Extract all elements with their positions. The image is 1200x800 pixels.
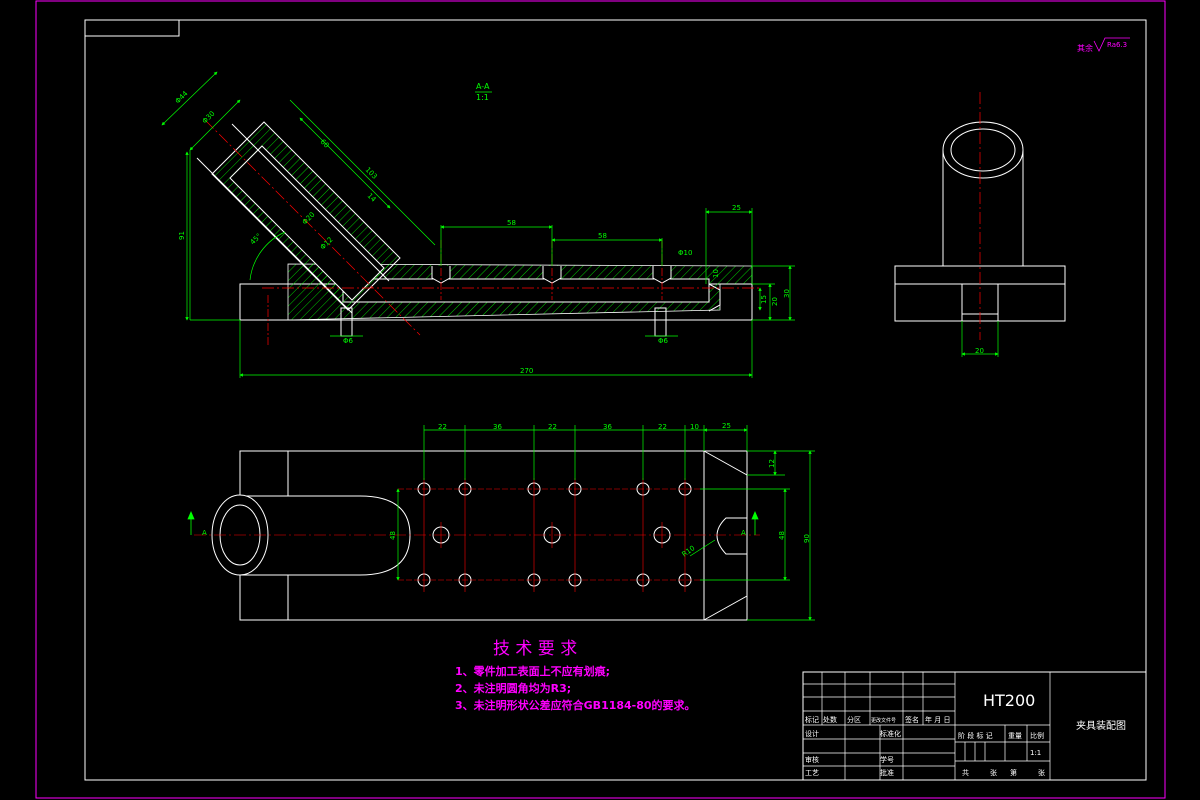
dim-d6a: Φ6: [343, 337, 354, 345]
top-dim-48b: 48: [389, 531, 397, 540]
tb-label-design: 设计: [805, 729, 819, 738]
dim-10v: 10: [712, 269, 720, 278]
roughness-value: Ra6.3: [1107, 41, 1127, 49]
tb-label-process: 工艺: [805, 769, 819, 777]
dim-58a: 58: [507, 219, 516, 227]
tb-label-student-no: 学号: [880, 755, 894, 764]
dim-d6b: Φ6: [658, 337, 669, 345]
top-view: 22 36 22 36 22 10 25 12 48 90 48 R10 A A: [187, 422, 815, 621]
section-scale-text: 1:1: [476, 93, 489, 102]
dim-d30: Φ30: [201, 110, 217, 126]
tb-label-count: 处数: [823, 715, 837, 724]
dim-30: 30: [783, 289, 791, 298]
tb-label-zone: 分区: [847, 715, 861, 724]
tech-req-item-1: 1、零件加工表面上不应有划痕;: [455, 664, 610, 678]
section-arrow-a-right: A: [741, 529, 746, 537]
top-dim-36a: 36: [493, 423, 502, 431]
tb-material: HT200: [983, 691, 1035, 710]
tb-label-ratio: 比例: [1030, 731, 1044, 740]
section-arrow-a-left: A: [202, 529, 207, 537]
dim-d10: Φ10: [678, 249, 692, 257]
section-label: A-A 1:1: [475, 82, 492, 102]
top-dim-90: 90: [803, 534, 811, 543]
dim-15: 15: [760, 295, 768, 304]
tb-drawing-name: 夹具装配图: [1076, 719, 1126, 732]
dim-60: 60: [319, 138, 331, 150]
tb-label-weight: 重量: [1008, 732, 1022, 740]
tb-label-mark: 标记: [805, 715, 819, 724]
tb-sheet-label2: 张: [1038, 768, 1045, 777]
hole-pattern: [417, 482, 692, 587]
tb-scale: 1:1: [1030, 749, 1041, 757]
title-block: HT200 夹具装配图 标记 处数 分区 更改文件号 签名 年 月 日 设计 标…: [802, 671, 1147, 781]
tb-label-stage: 阶 段 标 记: [958, 731, 993, 740]
top-dim-22a: 22: [438, 423, 447, 431]
dim-270: 270: [520, 367, 533, 375]
dim-45deg: 45°: [249, 232, 263, 246]
tb-sheet-label: 张: [990, 768, 997, 777]
top-dim-22b: 22: [548, 423, 557, 431]
top-dim-36b: 36: [603, 423, 612, 431]
tb-label-sign: 签名: [905, 715, 919, 724]
dim-103: 103: [364, 166, 379, 181]
front-section-view: Φ44 Φ30 60 103 14 91 45° Φ12 Φ20 58 58 Φ…: [161, 71, 795, 378]
central-bore: [342, 278, 710, 303]
dim-91: 91: [178, 231, 186, 240]
inclined-tube-bore: [229, 145, 385, 301]
side-dim-20: 20: [975, 347, 984, 355]
top-dim-r10: R10: [681, 544, 697, 558]
dim-20: 20: [771, 297, 779, 306]
tb-label-approve: 批准: [880, 768, 894, 777]
top-dim-22c: 22: [658, 423, 667, 431]
dim-58b: 58: [598, 232, 607, 240]
dim-25: 25: [732, 204, 741, 212]
tb-sheet-no: 第: [1010, 768, 1017, 777]
top-dim-10: 10: [690, 423, 699, 431]
top-dim-48: 48: [778, 531, 786, 540]
section-label-text: A-A: [476, 82, 490, 91]
dim-d44: Φ44: [174, 89, 190, 105]
top-dim-25: 25: [722, 422, 731, 430]
roughness-symbol: 其余 Ra6.3: [1077, 37, 1130, 53]
tech-req-item-2: 2、未注明圆角均为R3;: [455, 681, 571, 695]
tb-sheets-total: 共: [962, 768, 969, 777]
tech-req-item-3: 3、未注明形状公差应符合GB1184-80的要求。: [455, 698, 696, 712]
tb-label-standard: 标准化: [880, 729, 901, 738]
sheet-inner-frame: [84, 19, 1147, 781]
tech-requirements: 技 术 要 求 1、零件加工表面上不应有划痕; 2、未注明圆角均为R3; 3、未…: [455, 639, 696, 712]
tb-label-review: 审核: [805, 755, 819, 764]
roughness-prefix: 其余: [1077, 43, 1093, 53]
tech-req-title: 技 术 要 求: [493, 639, 577, 659]
sheet-outer-frame: [35, 0, 1166, 799]
drawing-number-box: [84, 19, 180, 37]
tb-label-date: 年 月 日: [925, 715, 950, 724]
side-view: 20: [894, 92, 1066, 357]
top-dim-12: 12: [768, 459, 776, 468]
tb-label-doc-no: 更改文件号: [871, 717, 896, 724]
